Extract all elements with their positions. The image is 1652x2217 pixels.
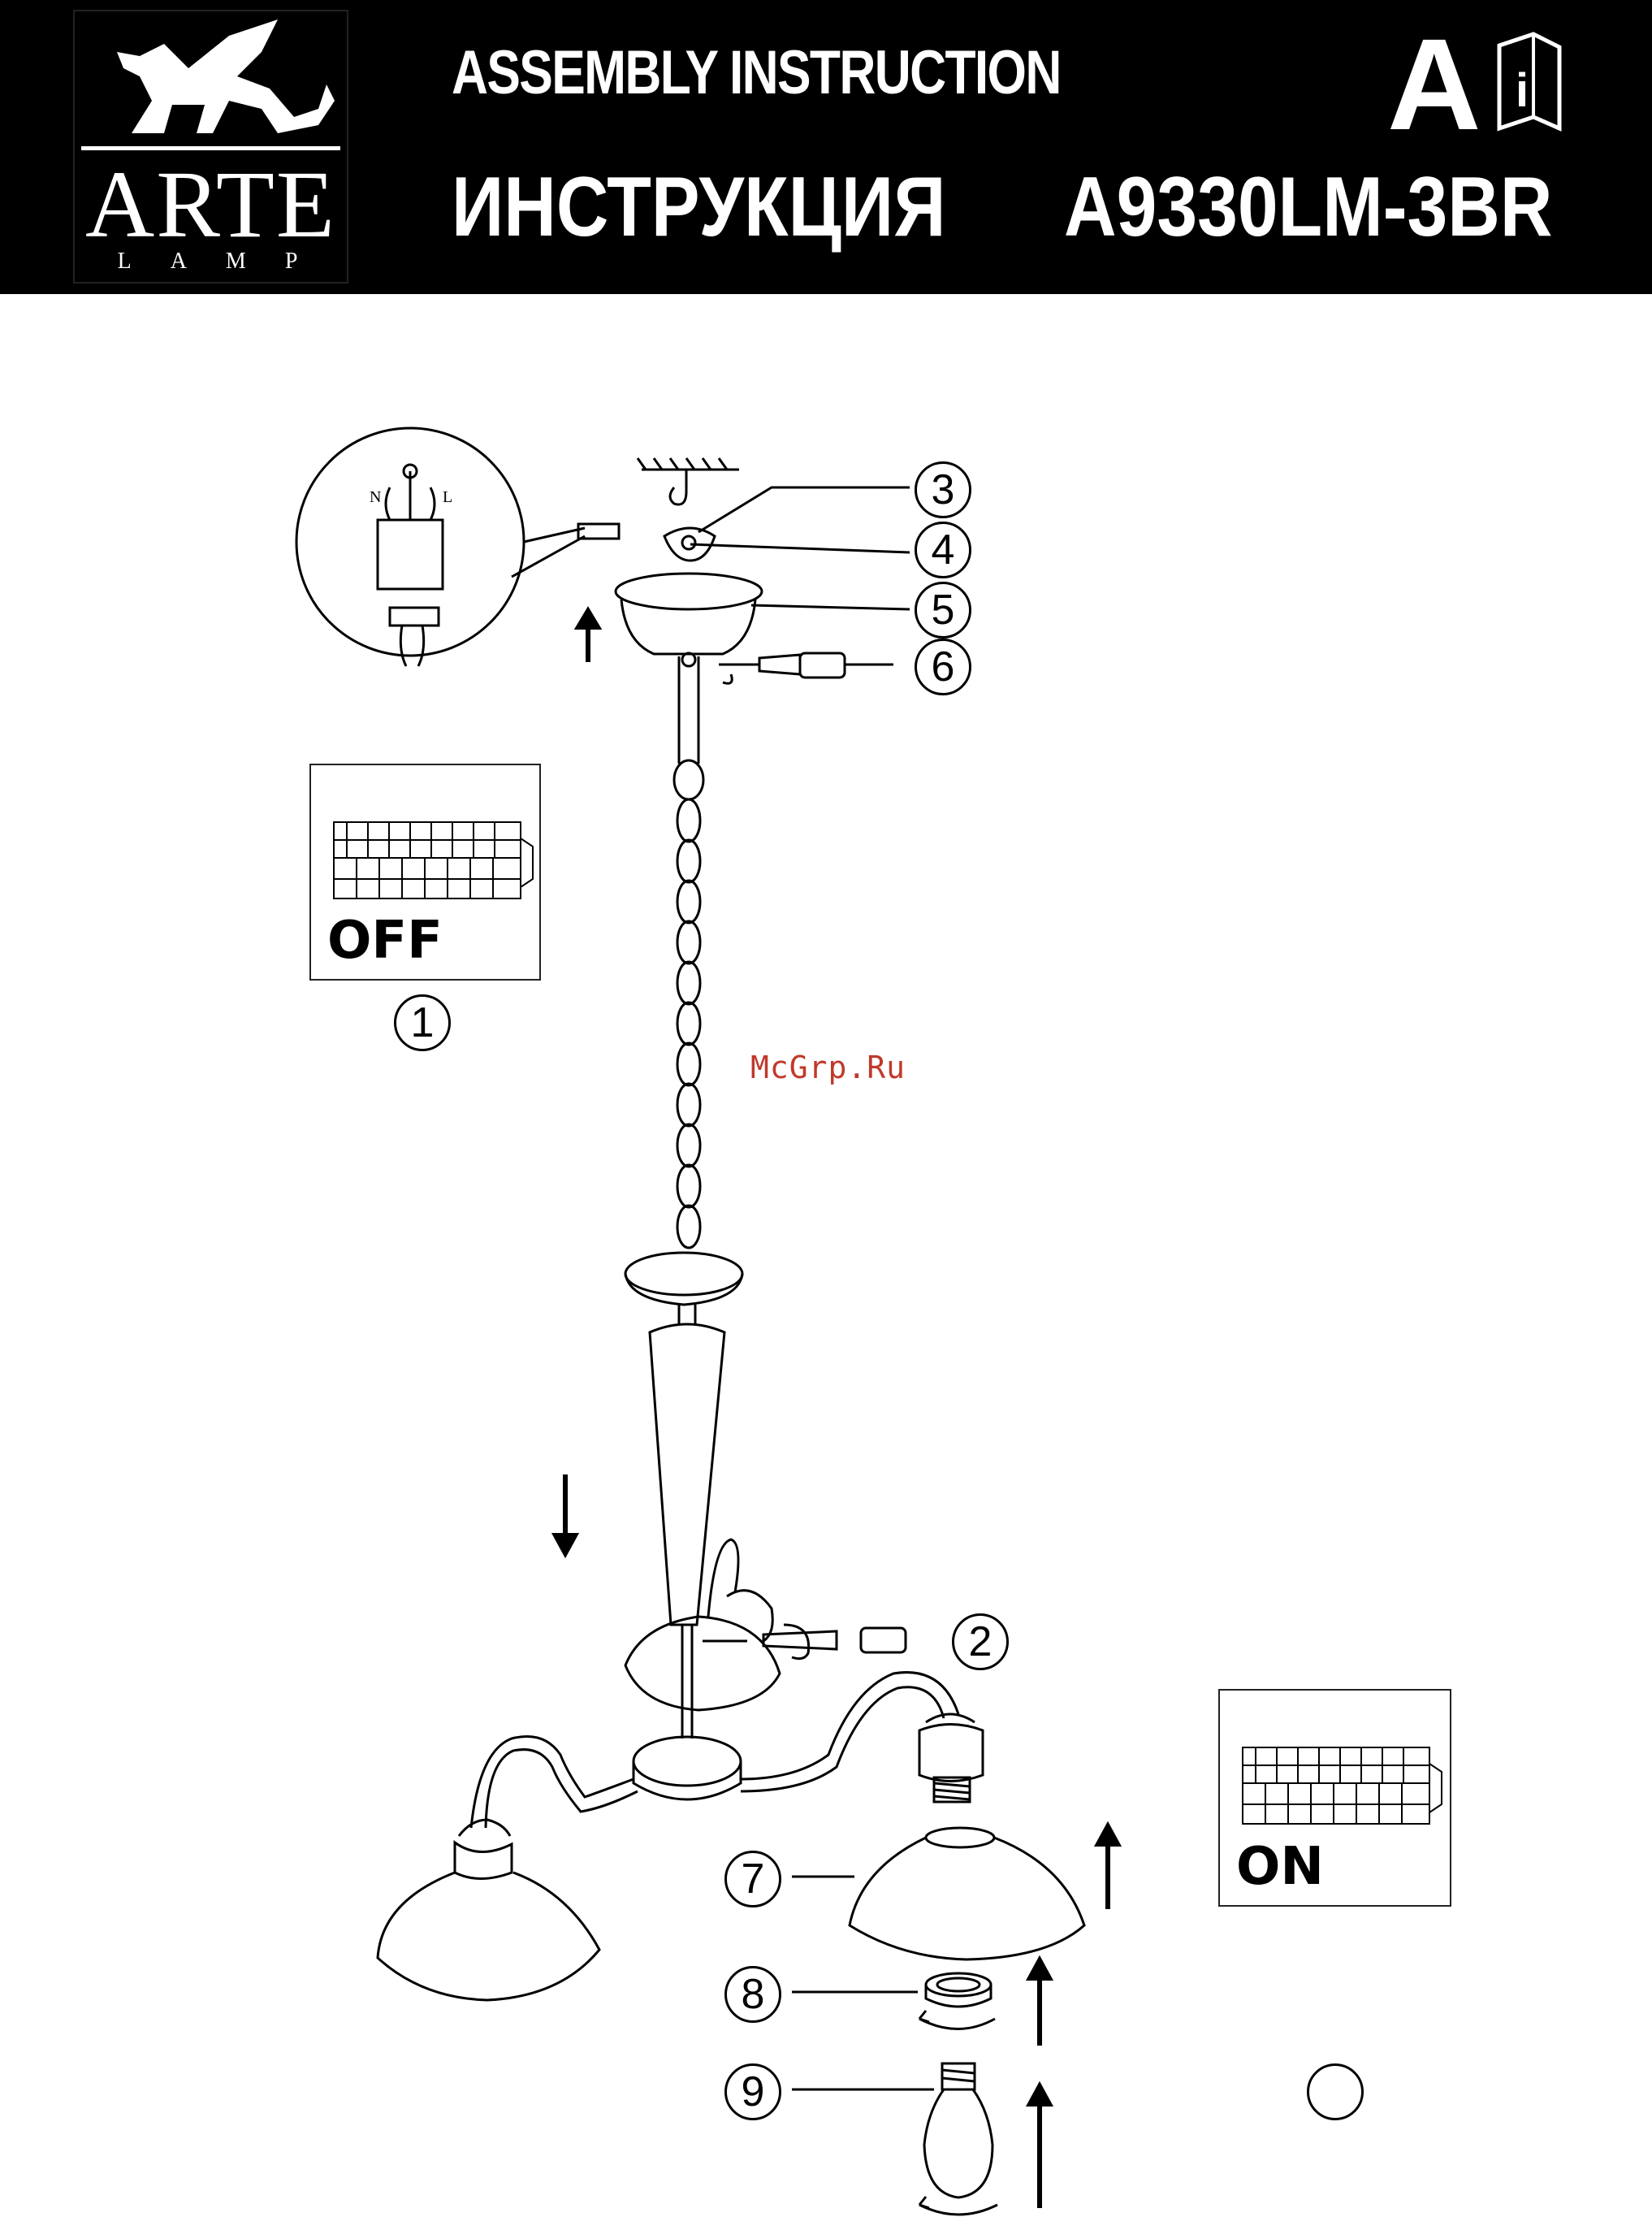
callout-3: 3 — [915, 461, 971, 518]
callout-8: 8 — [724, 1966, 781, 2023]
on-label: ON — [1236, 1837, 1324, 1897]
wiring-l-label: L — [443, 488, 452, 506]
terminal-block — [378, 520, 443, 589]
watermark: McGrp.Ru — [750, 1050, 906, 1085]
off-label: OFF — [327, 911, 443, 971]
callout-7: 7 — [724, 1851, 781, 1907]
power-on-panel: ON — [1218, 1689, 1451, 1907]
power-off-panel: OFF — [309, 764, 541, 981]
callout-5: 5 — [915, 582, 971, 639]
callout-empty — [1307, 2063, 1364, 2120]
callout-6: 6 — [915, 639, 971, 695]
callout-1: 1 — [394, 994, 451, 1051]
callout-9: 9 — [724, 2063, 781, 2120]
callout-2: 2 — [952, 1613, 1009, 1670]
wiring-n-label: N — [370, 488, 381, 506]
wiring-detail-circle — [296, 428, 524, 656]
callout-4: 4 — [915, 522, 971, 578]
